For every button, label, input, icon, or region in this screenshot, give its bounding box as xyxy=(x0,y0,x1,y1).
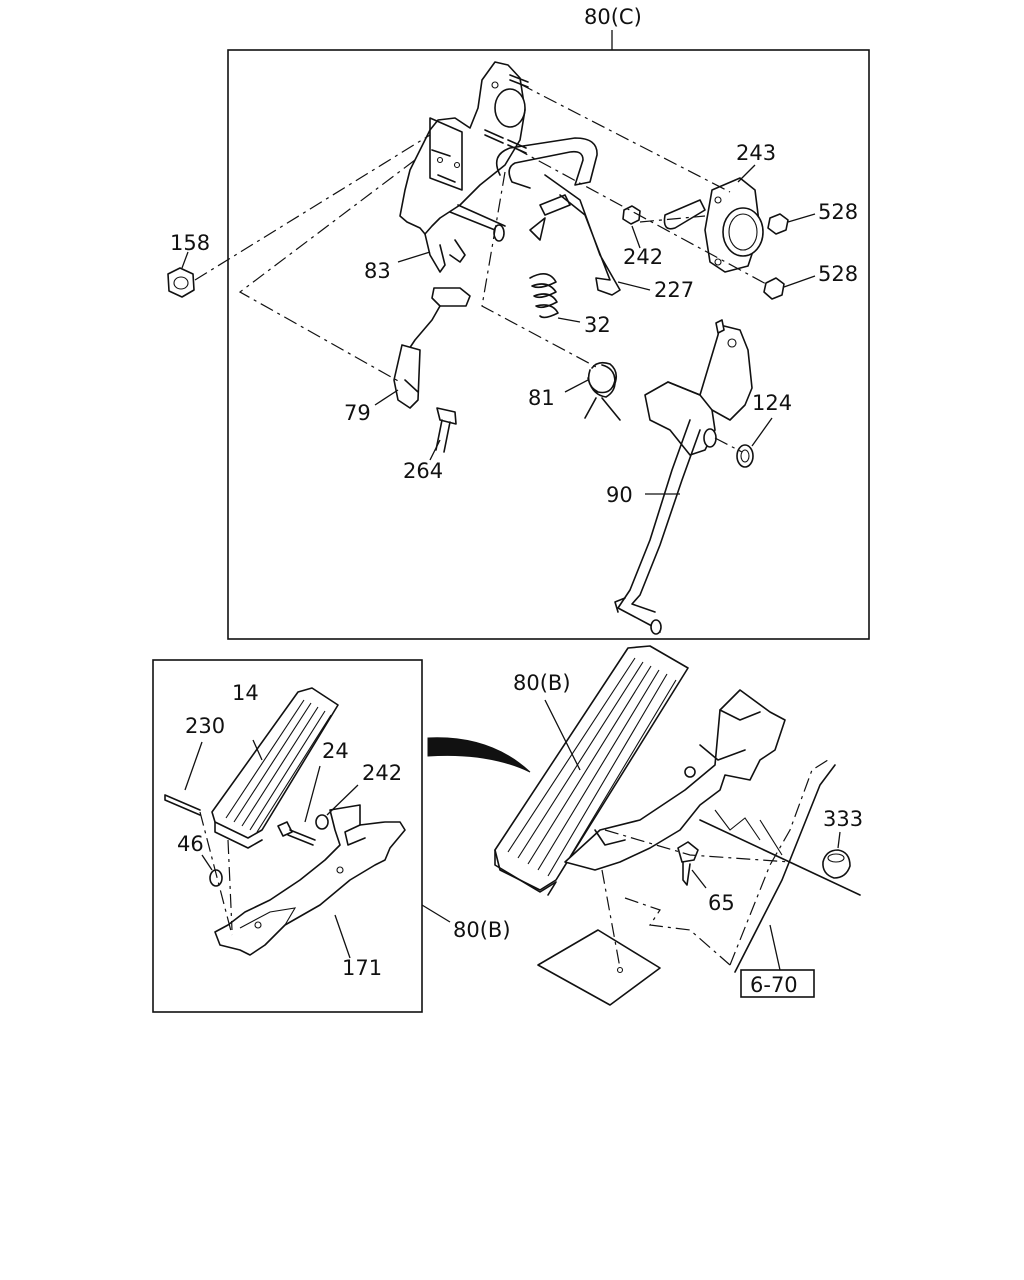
reference-arrow xyxy=(427,737,531,773)
axis-line-5 xyxy=(481,171,599,369)
callout-65: 65 xyxy=(708,891,735,915)
inset-axis-2 xyxy=(199,811,233,936)
callout-81: 81 xyxy=(528,386,555,410)
pedal-assembly: 6-70 80(B) 65 333 xyxy=(494,645,863,1006)
callout-171: 171 xyxy=(342,956,382,980)
callout-242-mid: 242 xyxy=(623,245,663,269)
spring-32 xyxy=(529,273,559,319)
upper-assembly-panel: 80(C) xyxy=(167,5,870,640)
callout-80b-inset: 80(B) xyxy=(453,918,511,942)
axis-line-4 xyxy=(238,159,416,383)
callout-46: 46 xyxy=(177,832,204,856)
body-panel-edge xyxy=(729,759,829,966)
pedal-arm-90 xyxy=(614,319,753,635)
callout-528-upper: 528 xyxy=(818,200,858,224)
callout-242-inset: 242 xyxy=(362,761,402,785)
nut-528-lower xyxy=(763,277,785,300)
inset-bolt xyxy=(277,821,316,846)
callout-24: 24 xyxy=(322,739,349,763)
axis-line-1 xyxy=(194,134,431,281)
callout-90: 90 xyxy=(606,483,633,507)
callout-227: 227 xyxy=(654,278,694,302)
grommet-333 xyxy=(822,849,851,879)
callout-83: 83 xyxy=(364,259,391,283)
upper-frame xyxy=(227,49,870,640)
floor-outline xyxy=(624,897,731,966)
axis-line-3 xyxy=(514,147,769,286)
nut-242-mid xyxy=(622,205,641,225)
nut-158 xyxy=(167,267,195,298)
callout-264: 264 xyxy=(403,459,443,483)
pedal-bracket xyxy=(399,61,529,273)
inset-stud xyxy=(164,794,201,816)
inset-nut xyxy=(315,814,329,830)
callout-79: 79 xyxy=(344,401,371,425)
floor-axis xyxy=(601,869,621,969)
reference-box xyxy=(740,969,815,998)
nut-528-upper xyxy=(767,213,789,235)
axis-line-6 xyxy=(639,215,706,223)
bolt-axis xyxy=(604,829,791,863)
link-rod xyxy=(495,137,621,296)
axis-line-7 xyxy=(714,437,743,453)
axis-line-2 xyxy=(519,83,731,193)
inset-frame xyxy=(152,659,423,1013)
callout-124: 124 xyxy=(752,391,792,415)
pedal-switch xyxy=(393,287,471,409)
inset-panel: 14 230 24 242 46 171 80(B) xyxy=(152,659,511,1013)
inset-pedal-pad xyxy=(211,687,339,849)
callout-158: 158 xyxy=(170,231,210,255)
bushing-housing xyxy=(663,177,764,273)
inset-washer xyxy=(209,869,223,887)
washer-124 xyxy=(736,444,754,468)
reference-label: 6-70 xyxy=(750,973,798,997)
spring-81 xyxy=(584,361,621,421)
inset-pedal-bracket xyxy=(214,804,406,956)
callout-333: 333 xyxy=(823,807,863,831)
group-label-80c: 80(C) xyxy=(584,5,642,29)
floor-bolt-65 xyxy=(677,841,699,886)
callout-528-lower: 528 xyxy=(818,262,858,286)
inset-axis-1 xyxy=(227,839,233,931)
bolt-264 xyxy=(435,407,457,453)
floor-plate xyxy=(537,929,661,1006)
callout-14: 14 xyxy=(232,681,259,705)
callout-243: 243 xyxy=(736,141,776,165)
callout-32: 32 xyxy=(584,313,611,337)
callout-230: 230 xyxy=(185,714,225,738)
callout-80b-pedal: 80(B) xyxy=(513,671,571,695)
